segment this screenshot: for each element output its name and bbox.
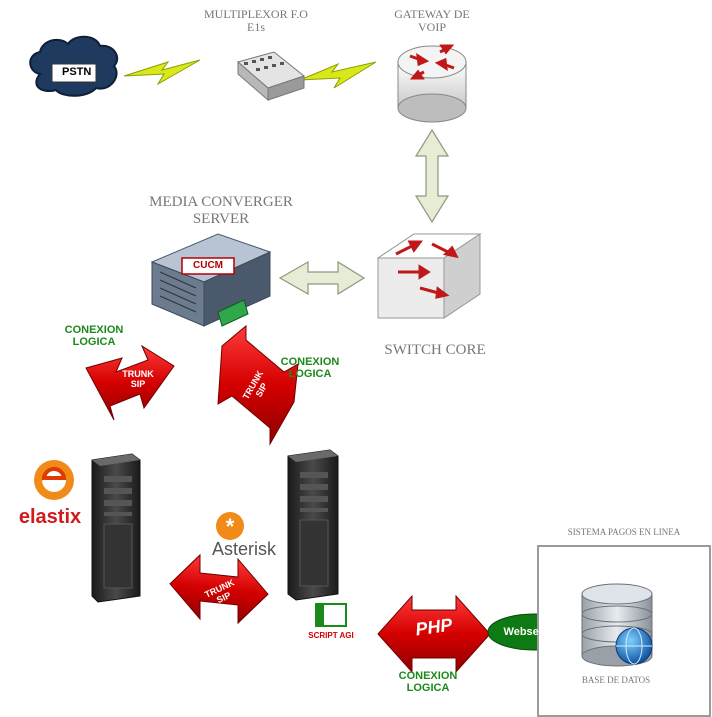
media-converger-label: MEDIA CONVERGER SERVER xyxy=(136,194,306,227)
lightning-icon xyxy=(123,59,201,86)
gateway-router-icon xyxy=(397,44,467,123)
trunk-sip-1-line1: TRUNK xyxy=(122,369,154,379)
cucm-label: CUCM xyxy=(193,260,223,271)
trunk-sip-1-line2: SIP xyxy=(130,378,146,389)
multiplexor-icon xyxy=(236,51,306,102)
conexion-logica-label-1: CONEXION LOGICA xyxy=(56,324,132,348)
conexion-logica-label-3: CONEXION LOGICA xyxy=(390,670,466,694)
conexion-logica-3-line1: CONEXION xyxy=(398,670,458,682)
conexion-logica-2-line2: LOGICA xyxy=(288,368,332,381)
conexion-logica-1-line1: CONEXION xyxy=(64,324,124,336)
switch-core-icon xyxy=(376,233,482,319)
webservice-label: Webservice xyxy=(503,626,565,638)
pstn-cloud-icon xyxy=(29,35,119,97)
lightning-icon xyxy=(299,61,377,89)
trunk-sip-arrow-right-icon xyxy=(217,324,299,446)
globe-icon xyxy=(615,627,653,665)
multiplexor-label: MULTIPLEXOR F.O E1s xyxy=(196,7,316,35)
conexion-logica-1-line2: LOGICA xyxy=(72,336,116,349)
conexion-logica-label-2: CONEXION LOGICA xyxy=(272,356,348,380)
trunk-sip-label-1: TRUNK SIP xyxy=(118,369,158,390)
multiplexor-label-line2: E1s xyxy=(247,20,265,35)
conexion-logica-2-line1: CONEXION xyxy=(280,356,340,368)
server-tower-left-icon xyxy=(91,453,141,603)
conexion-logica-3-line2: LOGICA xyxy=(406,682,450,695)
multiplexor-label-line1: MULTIPLEXOR F.O xyxy=(204,7,308,21)
pale-vertical-arrow-icon xyxy=(414,128,450,224)
script-agi-icon xyxy=(315,603,347,627)
media-converger-server-icon xyxy=(150,233,272,327)
trunk-sip-arrow-left-icon xyxy=(85,344,175,421)
svg-text:*: * xyxy=(226,514,235,539)
pstn-label: PSTN xyxy=(62,66,92,78)
media-converger-label-line2: SERVER xyxy=(192,210,250,227)
base-datos-label: BASE DE DATOS xyxy=(581,675,651,685)
gateway-label: GATEWAY DE VOIP xyxy=(384,7,480,35)
elastix-label: elastix xyxy=(18,506,82,528)
gateway-label-line1: GATEWAY DE xyxy=(394,7,470,21)
pale-horizontal-arrow-icon xyxy=(278,260,366,296)
elastix-logo xyxy=(34,460,74,500)
gateway-label-line2: VOIP xyxy=(417,20,446,35)
switch-core-label: SWITCH CORE xyxy=(384,342,486,358)
server-tower-right-icon xyxy=(287,449,339,601)
media-converger-label-line1: MEDIA CONVERGER xyxy=(149,194,293,210)
sistema-pagos-box xyxy=(537,545,711,717)
sistema-pagos-label: SISTEMA PAGOS EN LINEA xyxy=(567,527,681,537)
asterisk-label: Asterisk xyxy=(211,539,276,559)
script-agi-label: SCRIPT AGI xyxy=(308,631,354,640)
trunk-sip-arrow-bottom-icon xyxy=(169,553,269,625)
asterisk-logo: * xyxy=(216,512,244,540)
